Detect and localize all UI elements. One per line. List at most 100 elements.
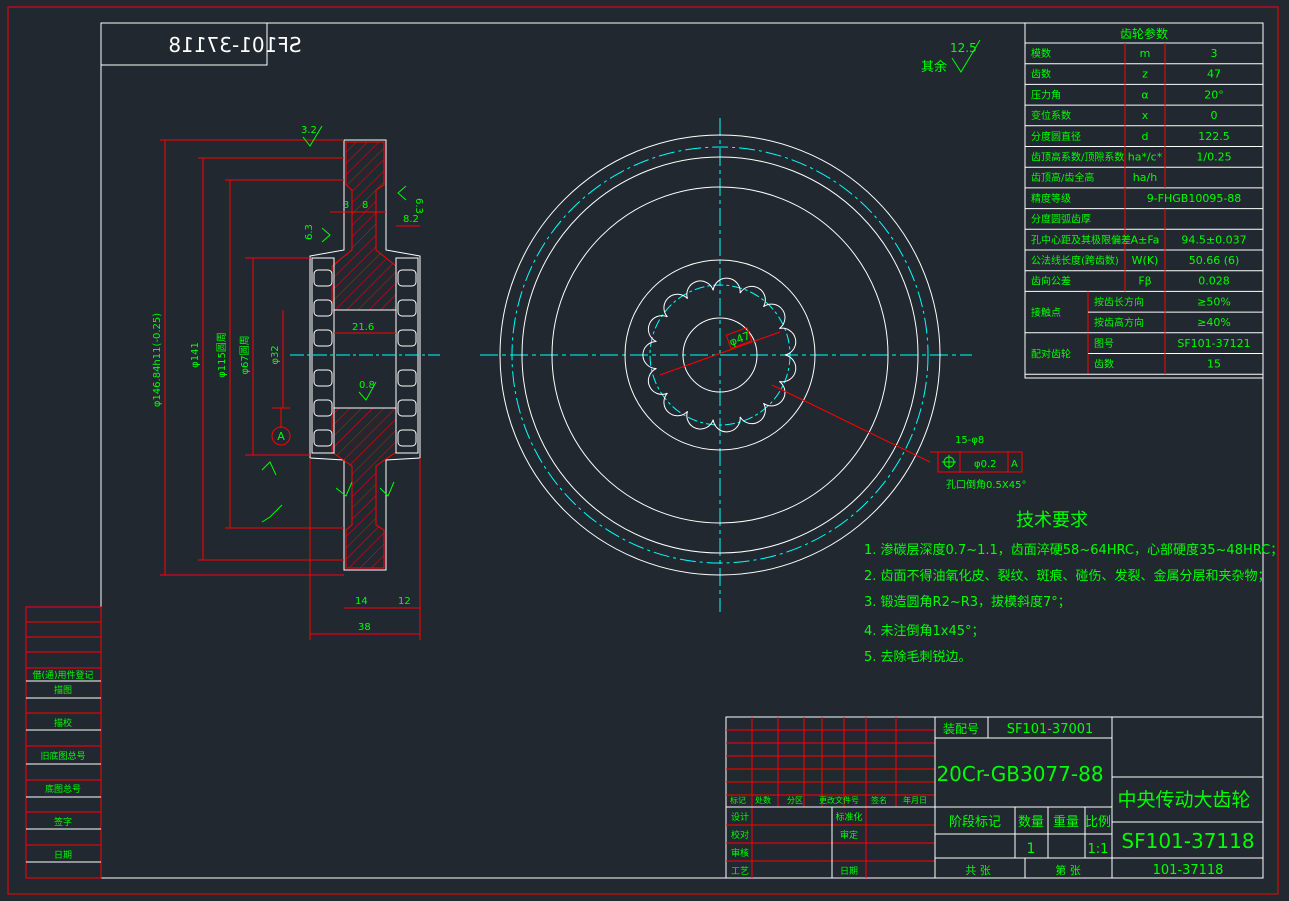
tech-item-3: 3. 锻造圆角R2~R3，拔模斜度7°； [864, 594, 1071, 610]
slot-left-0 [313, 269, 333, 287]
scale-value: 1:1 [1088, 842, 1109, 857]
dim-w1: 21.6 [352, 322, 374, 333]
tol-value: φ0.2 [974, 459, 997, 470]
tech-item-1: 1. 渗碳层深度0.7~1.1，齿面淬硬58~64HRC，心部硬度35~48HR… [864, 542, 1283, 558]
param-val-11: 0.028 [1198, 275, 1230, 288]
strip-1: 描图 [54, 684, 72, 696]
root-circle [521, 156, 919, 554]
tech-item-4: 4. 未注倒角1x45°； [864, 624, 985, 639]
dim-w7: 8.2 [403, 214, 419, 225]
strip-3: 旧底图总号 [40, 750, 85, 762]
hub-circle [624, 259, 816, 451]
dim-d2: φ141 [190, 342, 201, 368]
sign-row-0: 设计 [731, 811, 749, 823]
rev-header-5: 年月日 [903, 795, 927, 805]
bore-dim: φ47 [728, 329, 752, 348]
title-block: 装配号 SF101-37001 20Cr-GB3077-88 中央传动大齿轮 S… [725, 716, 1264, 879]
strip-6: 日期 [54, 850, 72, 861]
param-name-8: 分度圆弧齿厚 [1031, 213, 1091, 226]
web-circle [551, 186, 889, 524]
rev-header-4: 签名 [871, 795, 887, 805]
param-sym-5: ha*/c* [1128, 151, 1163, 164]
param-table-title: 齿轮参数 [1120, 26, 1168, 41]
dim-w3: 12 [398, 596, 411, 607]
mating-r2-name: 齿数 [1094, 358, 1114, 371]
param-name-9: 孔中心距及其极限偏差 [1031, 233, 1131, 246]
mating-r1-name: 图号 [1094, 338, 1114, 350]
strip-0: 借(通)用件登记 [32, 669, 93, 681]
assy-label: 装配号 [943, 722, 979, 736]
param-val-1: 47 [1207, 68, 1221, 81]
mating-label: 配对齿轮 [1031, 348, 1071, 361]
param-val-0: 3 [1211, 47, 1218, 60]
front-view: φ47 15-φ8 φ0.2 A 孔口倒角0.5X45° [480, 118, 1026, 612]
sign-row-1: 校对 [731, 829, 749, 841]
left-strip: 借(通)用件登记 描图 描校 旧底图总号 底图总号 签字 日期 [25, 606, 102, 879]
dim-w4: 38 [358, 622, 371, 633]
dim-w2: 14 [355, 596, 368, 607]
sign-row-3: 工艺 [731, 866, 749, 877]
mating-r1-val: SF101-37121 [1177, 337, 1250, 350]
slot-right-4 [397, 399, 417, 417]
param-sym-4: d [1142, 130, 1149, 143]
param-name-4: 分度圆直径 [1031, 130, 1081, 143]
param-name-11: 齿向公差 [1031, 275, 1071, 288]
section-view: φ146.84h11(-0.25) φ141 φ115圆周 φ67圆周 φ32 … [152, 125, 440, 640]
slot-left-2 [313, 329, 333, 347]
contact-r2-name: 按齿高方向 [1094, 316, 1144, 329]
datum-a: A [277, 430, 285, 443]
tech-requirements: 技术要求 1. 渗碳层深度0.7~1.1，齿面淬硬58~64HRC，心部硬度35… [864, 510, 1283, 665]
roughness-label: 其余 [921, 59, 947, 75]
sheets-label: 共 张 [965, 864, 991, 877]
slot-right-1 [397, 299, 417, 317]
mating-r2-val: 15 [1207, 358, 1221, 371]
dim-w6: 8 [362, 200, 368, 211]
roughness-r4: 0.8 [359, 380, 375, 391]
pitch-circle [511, 146, 929, 564]
material: 20Cr-GB3077-88 [936, 762, 1103, 786]
slot-left-3 [313, 369, 333, 387]
contact-r2-val: ≥40% [1197, 316, 1231, 329]
sheet-label: 第 张 [1055, 863, 1081, 877]
qty-label: 数量 [1018, 815, 1044, 830]
sign-row2-3: 日期 [840, 866, 858, 877]
dim-d5: φ32 [270, 345, 281, 364]
scale-label: 比例 [1085, 815, 1111, 830]
roughness-r1: 3.2 [301, 125, 317, 136]
param-val-3: 0 [1211, 109, 1218, 122]
tip-circle [499, 134, 941, 576]
slot-right-5 [397, 429, 417, 447]
slot-left-5 [313, 429, 333, 447]
strip-2: 描校 [54, 717, 72, 729]
sign-row2-0: 标准化 [835, 811, 862, 823]
param-name-5: 齿顶高系数/顶隙系数 [1031, 151, 1124, 164]
tech-item-5: 5. 去除毛刺锐边。 [864, 650, 972, 665]
param-name-0: 模数 [1031, 47, 1051, 60]
param-val-5: 1/0.25 [1196, 151, 1231, 164]
slot-left-4 [313, 399, 333, 417]
param-name-6: 齿顶高/齿全高 [1031, 171, 1094, 184]
tech-item-2: 2. 齿面不得油氧化皮、裂纹、斑痕、碰伤、发裂、金属分层和夹杂物； [864, 568, 1271, 584]
rev-header-1: 处数 [755, 795, 771, 805]
tech-title: 技术要求 [1016, 510, 1088, 531]
stage-label: 阶段标记 [949, 815, 1001, 830]
param-sym-10: W(K) [1132, 254, 1159, 267]
param-name-1: 齿数 [1031, 68, 1051, 81]
hole-circle [649, 284, 791, 426]
contact-r1-val: ≥50% [1197, 295, 1231, 308]
roughness-r2: 6.3 [413, 198, 424, 214]
param-val-9: 94.5±0.037 [1181, 233, 1246, 246]
outer-frame [7, 6, 1279, 895]
strip-5: 签字 [54, 816, 72, 828]
rev-header-0: 标记 [730, 795, 746, 805]
param-val-7: 9-FHGB10095-88 [1147, 192, 1242, 205]
roughness-value: 12.5 [950, 41, 977, 55]
roughness-r3: 6.3 [304, 224, 315, 240]
param-sym-1: z [1142, 68, 1148, 81]
weight-label: 重量 [1053, 814, 1079, 830]
sign-row2-1: 审定 [840, 829, 858, 841]
roughness-note: 其余 12.5 [921, 39, 981, 75]
slot-right-2 [397, 329, 417, 347]
param-sym-2: α [1141, 88, 1148, 101]
